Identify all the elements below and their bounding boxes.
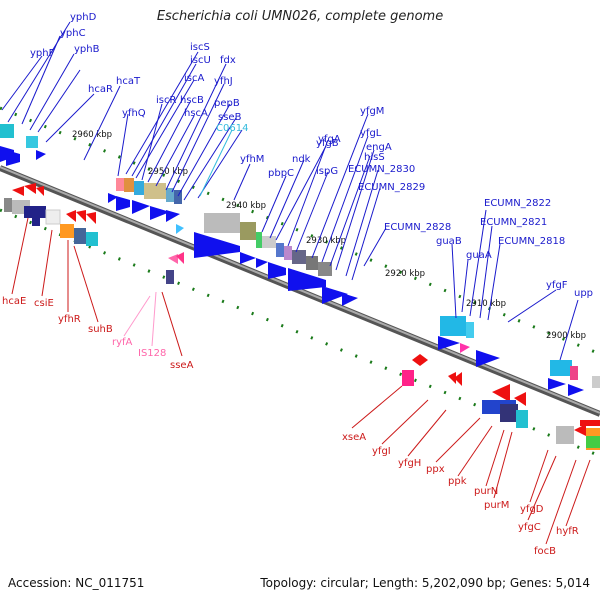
rna-reverse-leaders xyxy=(123,291,157,347)
tick-label: 2920 kbp xyxy=(385,269,425,279)
accession-text: Accession: NC_011751 xyxy=(8,576,145,590)
gene-label[interactable]: yfhM xyxy=(240,154,264,165)
rna-gene-label[interactable]: IS128 xyxy=(138,348,166,359)
gene-label[interactable]: hscA xyxy=(184,108,208,119)
tick-label: 2960 kbp xyxy=(72,130,112,140)
gene-label[interactable]: yfgA xyxy=(318,134,341,145)
gene-label[interactable]: yfgB xyxy=(316,138,339,149)
rna-leader xyxy=(199,129,233,197)
gene-label[interactable]: focB xyxy=(534,546,556,557)
gene-label[interactable]: yfgD xyxy=(520,504,544,515)
gene-label[interactable]: yfhQ xyxy=(122,108,146,119)
gene-label[interactable]: suhB xyxy=(88,324,113,335)
gene-label[interactable]: yphD xyxy=(70,12,97,23)
map-title: Escherichia coli UMN026, complete genome xyxy=(156,9,444,24)
gene-label[interactable]: yfgC xyxy=(518,522,541,533)
gene-label[interactable]: iscR xyxy=(156,95,176,106)
tick-label: 2930 kbp xyxy=(306,236,346,246)
gene-label[interactable]: ispG xyxy=(316,166,338,177)
gene-label[interactable]: ECUMN_2818 xyxy=(498,236,565,247)
gene-label[interactable]: ECUMN_2822 xyxy=(484,198,551,209)
reverse-leaders xyxy=(11,217,591,545)
forward-leaders xyxy=(1,21,579,361)
gene-label[interactable]: upp xyxy=(574,288,593,299)
gene-label[interactable]: iscA xyxy=(184,73,204,84)
gene-label[interactable]: yphC xyxy=(60,28,86,39)
gene-label[interactable]: yfgH xyxy=(398,458,421,469)
gene-label[interactable]: ECUMN_2821 xyxy=(480,217,547,228)
forward-gene-labels: yphD yphC yphF yphB hcaR hcaT iscS iscU … xyxy=(30,12,593,299)
gene-label[interactable]: pbpC xyxy=(268,168,294,179)
gene-label[interactable]: xseA xyxy=(342,432,366,443)
gene-label[interactable]: iscS xyxy=(190,42,210,53)
gene-label[interactable]: yphF xyxy=(30,48,55,59)
tick-label: 2940 kbp xyxy=(226,201,266,211)
gene-label[interactable]: sseA xyxy=(170,360,194,371)
gene-label[interactable]: ECUMN_2828 xyxy=(384,222,451,233)
tick-label: 2950 kbp xyxy=(148,167,188,177)
gene-label[interactable]: hcaT xyxy=(116,76,141,87)
gene-label[interactable]: yfgL xyxy=(360,128,382,139)
gene-label[interactable]: yphB xyxy=(74,44,100,55)
gene-label[interactable]: iscU xyxy=(190,55,211,66)
gene-label[interactable]: yfhR xyxy=(58,314,81,325)
gene-label[interactable]: hyfR xyxy=(556,526,579,537)
gene-label[interactable]: pepB xyxy=(214,98,240,109)
genome-summary-text: Topology: circular; Length: 5,202,090 bp… xyxy=(260,576,590,590)
gene-label[interactable]: ppk xyxy=(448,476,467,487)
gene-label[interactable]: guaB xyxy=(436,236,462,247)
gene-label[interactable]: fdx xyxy=(220,55,236,66)
gene-label[interactable]: ECUMN_2830 xyxy=(348,164,415,175)
gene-label[interactable]: guaA xyxy=(466,250,492,261)
gene-label[interactable]: hcaE xyxy=(2,296,26,307)
gene-label[interactable]: ppx xyxy=(426,464,445,475)
rna-gene-label[interactable]: C0614 xyxy=(216,123,248,134)
tick-label: 2910 kbp xyxy=(466,299,506,309)
gene-label[interactable]: yfgM xyxy=(360,106,384,117)
gene-label[interactable]: csiE xyxy=(34,298,54,309)
gene-label[interactable]: purM xyxy=(484,500,509,511)
gene-label[interactable]: ndk xyxy=(292,154,311,165)
gene-label[interactable]: hscB xyxy=(180,95,204,106)
forward-features xyxy=(0,124,600,396)
tick-label: 2900 kbp xyxy=(546,331,586,341)
gene-label[interactable]: hcaR xyxy=(88,84,113,95)
gene-label[interactable]: purN xyxy=(474,486,498,497)
reverse-gene-labels: hcaE csiE yfhR suhB sseA xseA yfgI yfgH … xyxy=(2,296,579,557)
reverse-features xyxy=(4,183,600,450)
gene-label[interactable]: engA xyxy=(366,142,392,153)
gene-label[interactable]: yfhJ xyxy=(214,76,233,87)
gene-label[interactable]: ECUMN_2829 xyxy=(358,182,425,193)
gene-label[interactable]: sseB xyxy=(218,112,242,123)
rna-gene-label[interactable]: ryfA xyxy=(112,337,133,348)
gene-label[interactable]: yfgF xyxy=(546,280,568,291)
gene-label[interactable]: yfgI xyxy=(372,446,391,457)
gene-label[interactable]: hisS xyxy=(364,152,385,163)
